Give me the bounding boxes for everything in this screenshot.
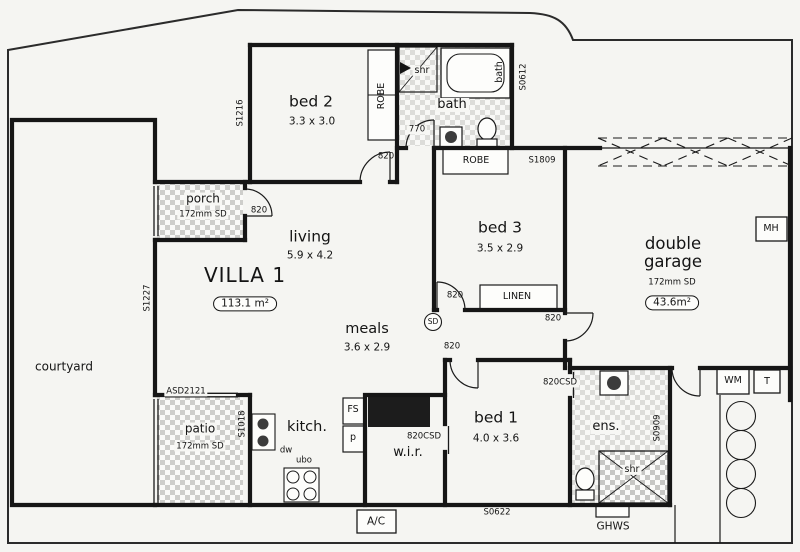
code-s1018: S1018	[237, 410, 248, 438]
meter-housing-box	[755, 216, 788, 242]
room-label-meals: meals	[345, 321, 389, 338]
code-s0612: S0612	[518, 63, 529, 91]
code-s1216: S1216	[235, 99, 246, 127]
washing-machine-box	[716, 366, 750, 395]
smoke-detector-label: SD	[427, 316, 439, 326]
door-size-820csd-wir: 820CSD	[406, 431, 442, 442]
door-size-820-garage-hall: 820	[544, 313, 562, 324]
room-dims-living: 5.9 x 4.2	[286, 249, 334, 262]
linen-box	[479, 284, 558, 311]
ac-unit-label: A/C	[366, 515, 386, 528]
room-label-kitchen: kitch.	[287, 419, 327, 436]
meter-housing-label: MH	[763, 222, 779, 234]
toilet-bath-icon	[476, 117, 498, 149]
room-dims-bed3: 3.5 x 2.9	[476, 242, 524, 255]
cooktop-icon	[283, 467, 320, 503]
basin-bath-icon	[439, 126, 463, 149]
room-label-bed2: bed 2	[288, 92, 334, 111]
door-size-820-bed2: 820	[377, 151, 395, 162]
door-size-820-entry: 820	[250, 205, 268, 216]
basin-ens-icon	[599, 370, 629, 396]
sliding-doors	[153, 147, 790, 503]
fridge-space-label: FS	[347, 403, 359, 415]
plan-title: VILLA 1	[203, 263, 287, 288]
room-label-bed1: bed 1	[473, 408, 519, 427]
shower-ens-label: shr	[622, 463, 642, 476]
pantry-label: p	[349, 431, 357, 443]
room-label-bath: bath	[435, 96, 469, 113]
room-label-ens: ens.	[590, 418, 622, 435]
door-size-820-bed1: 820	[443, 341, 461, 352]
room-label-bed3: bed 3	[477, 218, 523, 237]
shower-bath-label: shr	[412, 64, 432, 77]
robe-bed3-label: ROBE	[462, 154, 490, 166]
driveway-markings	[597, 137, 793, 167]
room-dims-meals: 3.6 x 2.9	[343, 341, 391, 354]
laundry-tub-label: T	[764, 375, 770, 387]
code-asd2121: ASD2121	[164, 386, 208, 397]
code-s0622: S0622	[483, 507, 511, 518]
smoke-detector-icon	[423, 312, 443, 332]
garage-area-badge: 43.6m²	[645, 295, 699, 311]
room-label-wir: w.i.r.	[393, 444, 423, 460]
room-label-patio: patio	[182, 421, 218, 436]
room-label-living: living	[289, 227, 331, 246]
robe-bed2-label: ROBE	[375, 82, 387, 110]
code-s0909: S0909	[652, 414, 663, 442]
garage-door-label: 172mm SD	[648, 277, 696, 288]
dishwasher-label: dw	[279, 445, 293, 456]
door-size-770: 770	[406, 124, 428, 135]
ac-unit-box	[356, 509, 397, 534]
walls	[9, 42, 793, 508]
solid-storage	[368, 397, 430, 427]
oven-label: ubo	[296, 455, 312, 466]
room-dims-bed1: 4.0 x 3.6	[472, 432, 520, 445]
linen-label: LINEN	[502, 290, 532, 302]
door-swings	[244, 119, 701, 397]
plan-area-badge: 113.1 m²	[213, 296, 277, 312]
room-label-courtyard: courtyard	[35, 359, 93, 374]
door-size-820csd-ens: 820CSD	[540, 377, 580, 388]
room-dims-bed2: 3.3 x 3.0	[288, 115, 336, 128]
code-s1809: S1809	[528, 155, 556, 166]
patio-door-label: 172mm SD	[174, 441, 226, 452]
washing-machine-label: WM	[724, 374, 742, 386]
door-size-820-bed3: 820	[446, 290, 464, 301]
toilet-ens-icon	[575, 467, 595, 501]
bathtub-label: bath	[493, 61, 505, 83]
porch-door-label: 172mm SD	[177, 209, 229, 220]
hot-water-label: GHWS	[596, 520, 630, 533]
code-s1227: S1227	[142, 284, 153, 312]
room-label-porch: porch	[184, 191, 222, 206]
garden-circles	[725, 400, 757, 519]
room-label-garage: double garage	[643, 234, 703, 271]
kitchen-sink-icon	[251, 413, 276, 451]
shower-ens-icon	[598, 450, 669, 504]
